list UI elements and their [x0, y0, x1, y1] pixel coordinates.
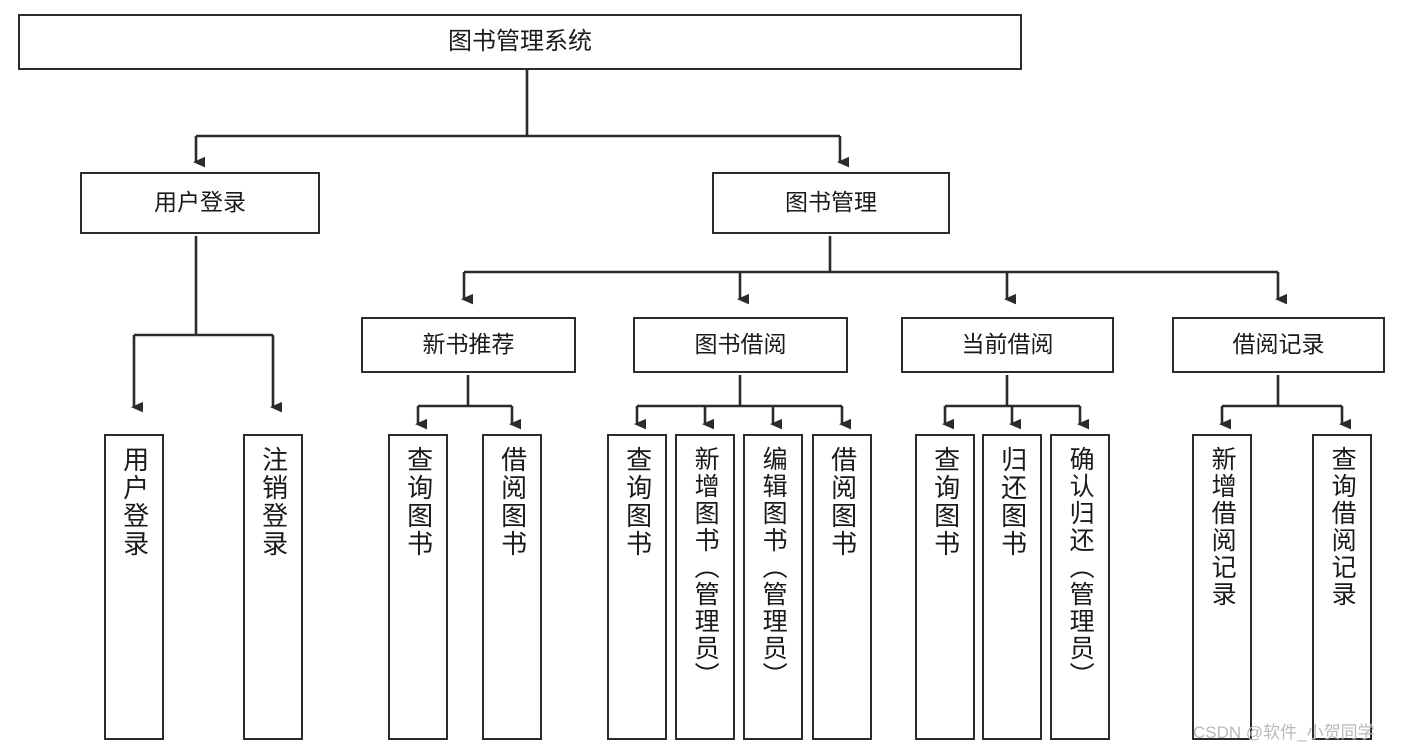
node-label: 借阅图书: [497, 446, 528, 558]
node-book-management[interactable]: 图书管理: [712, 172, 950, 234]
node-label: 图书借阅: [694, 331, 787, 358]
leaf-return-book[interactable]: 归还图书: [982, 434, 1042, 740]
node-label: 确认归还（管理员）: [1066, 446, 1095, 689]
node-label: 归还图书: [997, 446, 1028, 558]
node-label: 图书管理系统: [448, 27, 592, 55]
node-label: 查询借阅记录: [1328, 446, 1357, 608]
node-label: 图书管理: [785, 189, 877, 216]
node-book-borrow[interactable]: 图书借阅: [633, 317, 848, 373]
node-label: 注销登录: [258, 446, 289, 558]
node-root-system[interactable]: 图书管理系统: [18, 14, 1022, 70]
node-current-borrow[interactable]: 当前借阅: [901, 317, 1114, 373]
leaf-query-book-recommend[interactable]: 查询图书: [388, 434, 448, 740]
node-label: 当前借阅: [961, 331, 1054, 358]
leaf-add-book[interactable]: 新增图书（管理员）: [675, 434, 735, 740]
node-label: 编辑图书（管理员）: [759, 446, 788, 689]
leaf-query-book-borrow[interactable]: 查询图书: [607, 434, 667, 740]
leaf-add-borrow-record[interactable]: 新增借阅记录: [1192, 434, 1252, 740]
node-label: 新书推荐: [422, 331, 515, 358]
node-label: 用户登录: [154, 189, 246, 216]
node-label: 用户登录: [119, 446, 150, 558]
leaf-user-login[interactable]: 用户登录: [104, 434, 164, 740]
leaf-borrow-book[interactable]: 借阅图书: [812, 434, 872, 740]
leaf-confirm-return[interactable]: 确认归还（管理员）: [1050, 434, 1110, 740]
node-label: 借阅图书: [827, 446, 858, 558]
leaf-borrow-book-recommend[interactable]: 借阅图书: [482, 434, 542, 740]
leaf-edit-book[interactable]: 编辑图书（管理员）: [743, 434, 803, 740]
node-new-book-recommend[interactable]: 新书推荐: [361, 317, 576, 373]
node-label: 查询图书: [403, 446, 434, 558]
node-label: 新增借阅记录: [1208, 446, 1237, 608]
node-borrow-record[interactable]: 借阅记录: [1172, 317, 1385, 373]
node-label: 新增图书（管理员）: [691, 446, 720, 689]
leaf-query-borrow-record[interactable]: 查询借阅记录: [1312, 434, 1372, 740]
node-user-login[interactable]: 用户登录: [80, 172, 320, 234]
node-label: 查询图书: [622, 446, 653, 558]
leaf-logout[interactable]: 注销登录: [243, 434, 303, 740]
node-label: 借阅记录: [1232, 331, 1325, 358]
node-label: 查询图书: [930, 446, 961, 558]
leaf-query-book-current[interactable]: 查询图书: [915, 434, 975, 740]
